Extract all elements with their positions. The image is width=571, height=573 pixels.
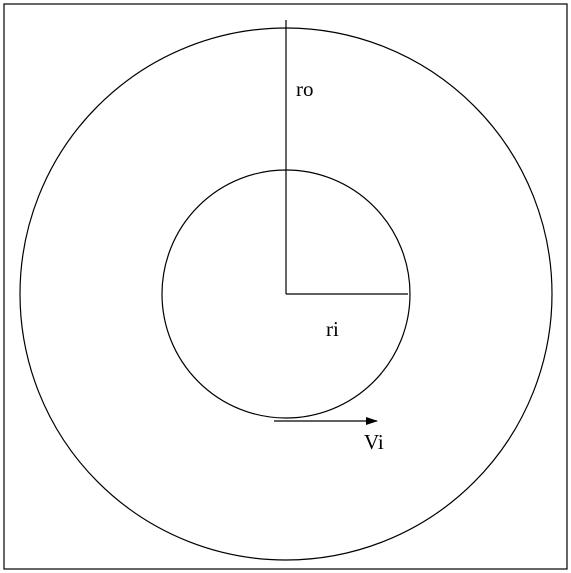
- diagram-frame: [3, 3, 568, 570]
- outer-radius-label: ro: [296, 77, 314, 101]
- velocity-label: Vi: [364, 430, 384, 454]
- inner-radius-label: ri: [326, 317, 339, 341]
